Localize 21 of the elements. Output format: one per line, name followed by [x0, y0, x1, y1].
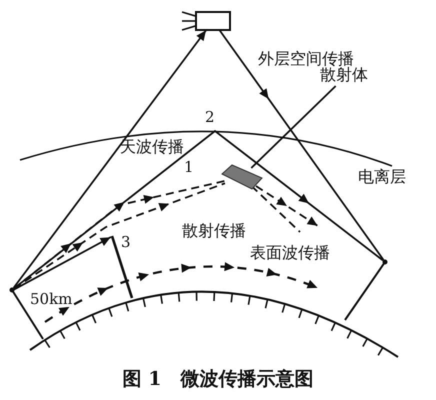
- layer-label: 电离层: [358, 168, 406, 186]
- station-point: [10, 288, 14, 292]
- propagation-label: 天波传播: [120, 138, 184, 156]
- station-point: [382, 260, 388, 264]
- leader-line: [250, 85, 336, 169]
- arrow: [255, 185, 318, 227]
- satellite-icon: [182, 11, 231, 31]
- point-number: 2: [205, 108, 215, 126]
- propagation-label: 表面波传播: [250, 244, 330, 262]
- scatterer-label: 散射体: [320, 66, 368, 84]
- figure-caption: 图 1 微波传播示意图: [122, 367, 314, 392]
- scatterer-patch: [221, 164, 263, 190]
- arrow: [12, 29, 207, 289]
- distance-label: 50km: [30, 290, 72, 308]
- marker-bar: [110, 236, 134, 298]
- propagation-label: 外层空间传播: [258, 50, 354, 68]
- propagation-label: 散射传播: [182, 222, 246, 240]
- point-number: 3: [121, 233, 131, 251]
- point-number: 1: [184, 158, 194, 176]
- arrow: [14, 236, 112, 290]
- arrow: [218, 29, 384, 261]
